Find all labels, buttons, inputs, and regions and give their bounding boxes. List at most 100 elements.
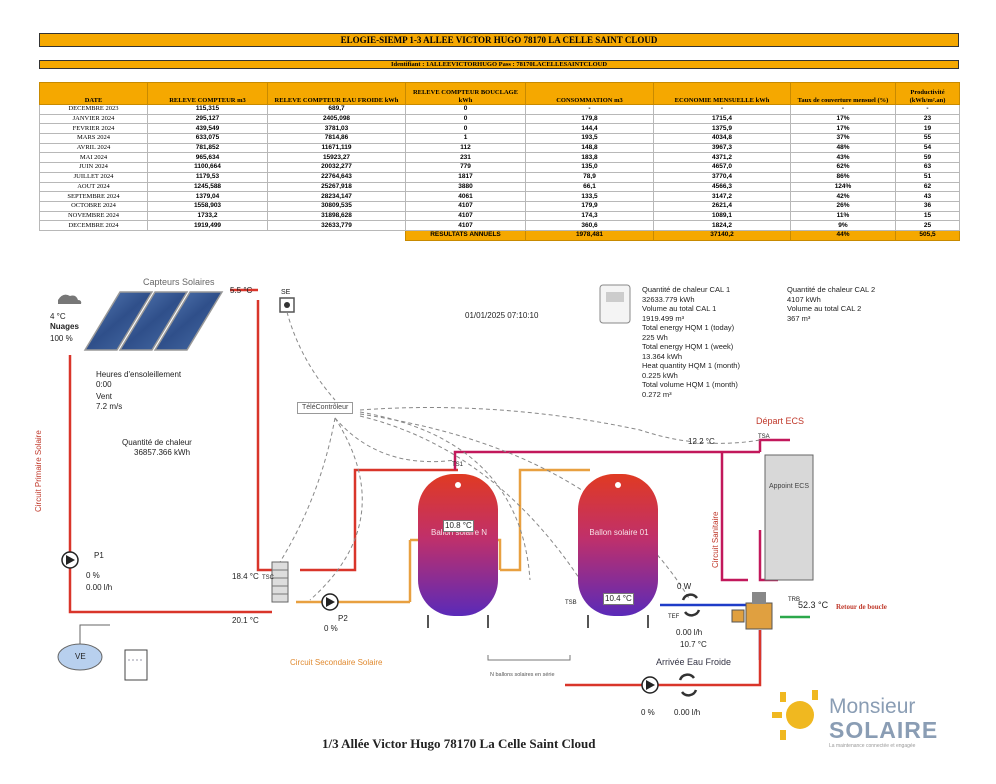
recirculation-icon [678, 593, 701, 697]
sanitary-circuit-label: Circuit Sanitaire [711, 511, 720, 568]
cal2-line: 367 m³ [787, 313, 811, 323]
p1-flow: 0.00 l/h [86, 583, 113, 592]
tank-n-label: Ballon solaire N [430, 528, 488, 537]
pump-bottom-icon [641, 676, 659, 694]
cal1-line: 13.364 kWh [642, 351, 683, 361]
temp-12: 12.2 °C [688, 437, 715, 446]
cold-flow: 0.00 l/h [676, 628, 703, 637]
arrivee-label: Arrivée Eau Froide [656, 657, 732, 667]
loop-return-pipe [565, 630, 762, 687]
tef-label: TEF [668, 614, 680, 620]
column-header: ECONOMIE MENSUELLE kWh [653, 82, 791, 105]
bottom-pump-pct: 0 % [641, 708, 655, 717]
heat-value: 36857.366 kWh [134, 448, 191, 457]
cloud-icon [58, 294, 82, 304]
tsc-label: TSC [262, 575, 274, 581]
column-header: RELEVE COMPTEUR BOUCLAGE kWh [405, 82, 526, 105]
column-header: CONSOMMATION m3 [525, 82, 654, 105]
telecontroleur-label: TéléContrôleur [297, 402, 354, 414]
cal1-line: 1919.499 m³ [642, 313, 685, 323]
cal1-line: Total volume HQM 1 (month) [642, 380, 738, 389]
column-header: Productivité (kWh/m².an) [895, 82, 960, 105]
wind-value: 7.2 m/s [96, 402, 123, 411]
retour-label: Retour de boucle [836, 603, 887, 611]
capteurs-label: Capteurs Solaires [143, 277, 215, 287]
tsa-label: TSA [758, 434, 770, 440]
appoint-label: Appoint ECS [768, 483, 810, 490]
temp-184: 18.4 °C [232, 572, 259, 581]
temp-523: 52.3 °C [798, 600, 829, 610]
pump-p1-icon [61, 551, 79, 569]
heat-label: Quantité de chaleur [122, 438, 192, 447]
tsb-label: TSB [565, 600, 577, 606]
calorimeter-icon [599, 284, 631, 324]
ve-label: VE [75, 652, 86, 661]
blank-cell [147, 230, 268, 241]
cal1-line: 0.272 m³ [642, 389, 672, 399]
blank-cell [267, 230, 406, 241]
series-bracket [487, 655, 571, 661]
cal1-line: 32633.779 kWh [642, 294, 695, 304]
column-header: DATE [39, 82, 148, 105]
logo-sun-icon [772, 690, 818, 740]
logo-line1: Monsieur [829, 695, 916, 718]
mixing-valve-icon [731, 592, 773, 630]
cal1-line: 0.225 kWh [642, 370, 678, 380]
logo-line2: SOLAIRE [829, 717, 939, 743]
sun-hours: 0:00 [96, 380, 112, 389]
temp-201: 20.1 °C [232, 616, 259, 625]
power-readout: 0 W [677, 582, 692, 591]
address-footer: 1/3 Allée Victor Hugo 78170 La Celle Sai… [322, 736, 596, 751]
clouds-label: Nuages [50, 322, 79, 331]
cal1-line: Volume au total CAL 1 [642, 304, 717, 313]
clouds-pct: 100 % [50, 334, 73, 343]
heat-exchanger-icon [271, 561, 289, 603]
cal1-line: Total energy HQM 1 (today) [642, 323, 735, 332]
primary-circuit-pipes [68, 288, 458, 614]
tank-01-icon [578, 474, 658, 616]
sun-hours-label: Heures d'ensoleillement [96, 370, 182, 379]
controller-wires [274, 311, 761, 601]
series-label: N ballons solaires en série [490, 672, 555, 678]
p1-pct: 0 % [86, 571, 100, 580]
cal1-line: Heat quantity HQM 1 (month) [642, 361, 740, 370]
cal2-line: 4107 kWh [787, 294, 821, 304]
collector-temp: 5.5 °C [230, 286, 253, 295]
tank-n-icon [418, 474, 498, 616]
cal2-line: Volume au total CAL 2 [787, 304, 862, 313]
tank-01-label: Ballon solaire 01 [589, 528, 649, 537]
tank-n-temp: 10.8 °C [443, 520, 474, 532]
trb-label: TRB [788, 597, 800, 603]
pump-p2-icon [321, 593, 339, 611]
blank-cell [39, 230, 148, 241]
outside-temp: 4 °C [50, 312, 66, 321]
appoint-ecs-icon [764, 454, 814, 581]
p2-pct: 0 % [324, 624, 338, 633]
logo-tagline: La maintenance connectée et engagée [829, 743, 916, 749]
report-title: ELOGIE-SIEMP 1-3 ALLEE VICTOR HUGO 78170… [39, 33, 959, 47]
cal2-line: Quantité de chaleur CAL 2 [787, 285, 876, 294]
primary-circuit-label: Circuit Primaire Solaire [34, 430, 43, 512]
ts1-label: TS1 [452, 462, 464, 468]
secondary-circuit-label: Circuit Secondaire Solaire [290, 658, 383, 667]
expansion-vessel-icon [57, 624, 148, 681]
identifier-line: Identifiant : 1ALLEEVICTORHUGO Pass : 78… [39, 60, 959, 69]
se-label: SE [281, 289, 291, 296]
cal1-line: Quantité de chaleur CAL 1 [642, 285, 731, 294]
total-cell: 505,5 [895, 229, 960, 241]
cal1-line: Total energy HQM 1 (week) [642, 342, 734, 351]
solar-panels-icon [83, 291, 224, 351]
p2-label: P2 [338, 614, 348, 623]
depart-ecs-label: Départ ECS [756, 416, 805, 426]
cal1-line: 225 Wh [642, 332, 668, 342]
